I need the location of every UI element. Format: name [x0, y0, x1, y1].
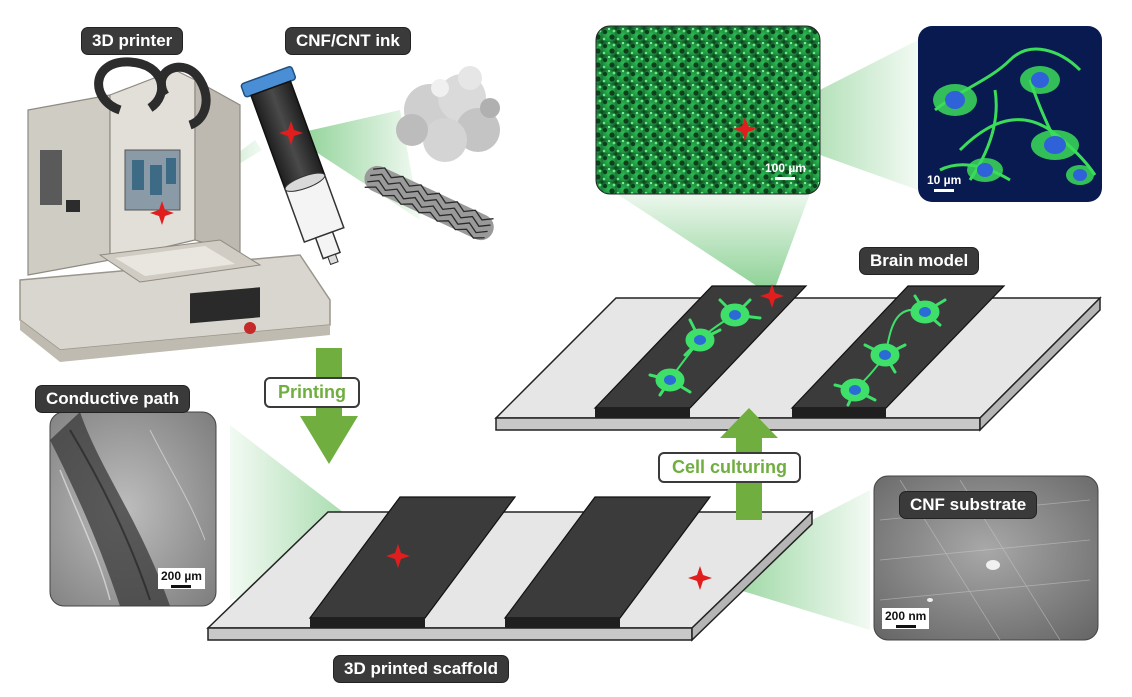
step-printing: Printing: [264, 377, 360, 408]
marker-star: [386, 544, 410, 568]
printed-scaffold: [206, 496, 814, 642]
label-3d-printed-scaffold: 3D printed scaffold: [334, 656, 508, 682]
beam-brain-to-fluo: [608, 188, 812, 296]
label-brain-model: Brain model: [860, 248, 979, 274]
beam-fluo-to-cells: [745, 40, 918, 190]
scale-bar-label: 200 µm: [161, 569, 202, 583]
printer-illustration: [19, 57, 331, 362]
scale-bar-10um: 10 µm: [924, 172, 964, 193]
marker-star: [688, 566, 712, 590]
scale-bar-200nm: 200 nm: [882, 608, 930, 629]
marker-star: [733, 117, 757, 141]
scale-bar-label: 100 µm: [765, 161, 806, 175]
marker-star: [279, 121, 303, 145]
label-cnf-cnt-ink: CNF/CNT ink: [286, 28, 410, 54]
cnf-particles: [396, 66, 500, 162]
scale-bar-line: [171, 585, 192, 588]
label-conductive-path: Conductive path: [36, 386, 190, 412]
marker-star: [760, 284, 784, 308]
beam-substrate-to-sem: [700, 490, 870, 630]
brain-model-plate: [494, 284, 1102, 432]
scale-bar-line: [775, 177, 796, 180]
scale-bar-200um: 200 µm: [158, 568, 205, 589]
ink-syringe: [240, 65, 345, 266]
marker-star: [150, 201, 174, 225]
sem-image-conductive-path: [49, 411, 217, 607]
fluorescence-image-cells: [918, 26, 1102, 202]
step-cell-culturing: Cell culturing: [658, 452, 802, 483]
carbon-nanotube: [364, 165, 494, 241]
scale-bar-line: [934, 189, 955, 192]
fluorescence-image-large: [595, 25, 821, 195]
scale-bar-label: 10 µm: [927, 173, 962, 187]
scale-bar-line: [895, 625, 916, 628]
neurons: [648, 294, 947, 407]
scale-bar-label: 200 nm: [885, 609, 927, 623]
scale-bar-100um: 100 µm: [762, 160, 809, 181]
label-3d-printer: 3D printer: [82, 28, 183, 54]
label-cnf-substrate: CNF substrate: [900, 492, 1037, 518]
